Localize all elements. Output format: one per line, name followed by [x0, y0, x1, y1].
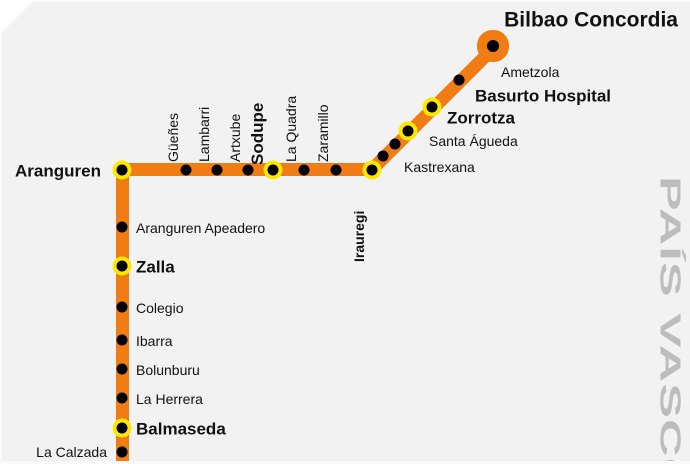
edge-left	[0, 0, 2, 464]
station-stop-artxube[interactable]	[242, 164, 254, 176]
station-stop-ibarra[interactable]	[116, 334, 128, 346]
station-stop-sodupe[interactable]	[267, 164, 279, 176]
station-stop-zorrotza[interactable]	[402, 125, 414, 137]
station-label-santa-agueda: Santa Águeda	[429, 133, 518, 149]
station-stop-santa-agueda[interactable]	[389, 138, 401, 150]
station-stop-la-quadra[interactable]	[298, 164, 310, 176]
station-label-zalla: Zalla	[136, 257, 175, 277]
station-label-ibarra: Ibarra	[136, 333, 173, 349]
station-label-irauregi: Irauregi	[351, 210, 367, 262]
station-label-la-herrera: La Herrera	[136, 391, 203, 407]
station-label-artxube: Artxube	[227, 113, 243, 162]
station-label-sodupe: Sodupe	[248, 102, 267, 165]
station-stop-bolunburu[interactable]	[116, 363, 128, 375]
station-label-la-quadra: La Quadra	[283, 95, 299, 162]
watermark-pais-vasco: PAÍS VASCO	[653, 176, 686, 464]
station-stop-colegio[interactable]	[116, 301, 128, 313]
station-stop-irauregi[interactable]	[366, 164, 378, 176]
station-stop-ametzola[interactable]	[453, 74, 465, 86]
station-stop-la-calzada[interactable]	[116, 446, 128, 458]
station-label-bilbao-concordia: Bilbao Concordia	[504, 8, 678, 32]
station-label-basurto-hospital: Basurto Hospital	[475, 86, 612, 106]
station-label-bolunburu: Bolunburu	[136, 362, 200, 378]
station-stop-zalla[interactable]	[116, 260, 128, 272]
station-label-zorrotza: Zorrotza	[447, 108, 515, 128]
corner-notch	[0, 0, 34, 34]
station-label-lambarri: Lambarri	[196, 106, 212, 162]
station-label-kastrexana: Kastrexana	[404, 159, 475, 175]
station-label-aranguren-apeadero: Aranguren Apeadero	[136, 220, 266, 236]
station-stop-gueenes[interactable]	[180, 164, 192, 176]
station-label-zaramillo: Zaramillo	[315, 104, 331, 162]
station-label-colegio: Colegio	[136, 300, 184, 316]
route-line-vertical	[116, 170, 129, 464]
edge-top	[0, 0, 690, 2]
station-stop-la-herrera[interactable]	[116, 392, 128, 404]
station-stop-balmaseda[interactable]	[116, 422, 128, 434]
station-stop-basurto-hospital[interactable]	[426, 101, 438, 113]
station-stop-aranguren[interactable]	[116, 164, 128, 176]
station-label-aranguren: Aranguren	[15, 161, 101, 181]
station-label-ametzola: Ametzola	[501, 64, 560, 80]
station-stop-aranguren-apeadero[interactable]	[116, 221, 128, 233]
station-stop-kastrexana[interactable]	[377, 150, 389, 162]
station-stop-bilbao-concordia[interactable]	[487, 40, 499, 52]
station-stop-lambarri[interactable]	[211, 164, 223, 176]
station-label-balmaseda: Balmaseda	[136, 419, 226, 439]
edge-bottom	[0, 461, 690, 464]
station-stop-zaramillo[interactable]	[330, 164, 342, 176]
station-label-gueenes: Güeñes	[165, 112, 181, 162]
station-label-la-calzada: La Calzada	[36, 444, 107, 460]
